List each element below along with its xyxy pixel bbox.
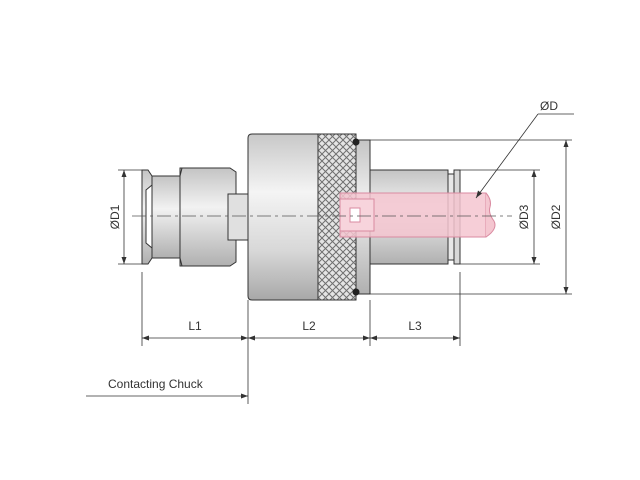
tap-tool [339,192,496,238]
dim-d2 [370,139,572,295]
dim-d3 [460,169,540,265]
shank [141,167,249,267]
label-d2: ØD2 [549,204,563,229]
label-d3: ØD3 [517,204,531,229]
dim-d1 [118,169,142,265]
label-l2: L2 [302,319,316,333]
label-contacting-chuck: Contacting Chuck [108,377,204,391]
body-sleeve [247,133,319,301]
label-l3: L3 [408,319,422,333]
dim-d-leader [475,113,574,199]
dim-lengths [141,272,461,404]
label-d: ØD [540,99,558,113]
label-d1: ØD1 [108,204,122,229]
label-l1: L1 [188,319,202,333]
contacting-chuck-leader [86,393,248,399]
